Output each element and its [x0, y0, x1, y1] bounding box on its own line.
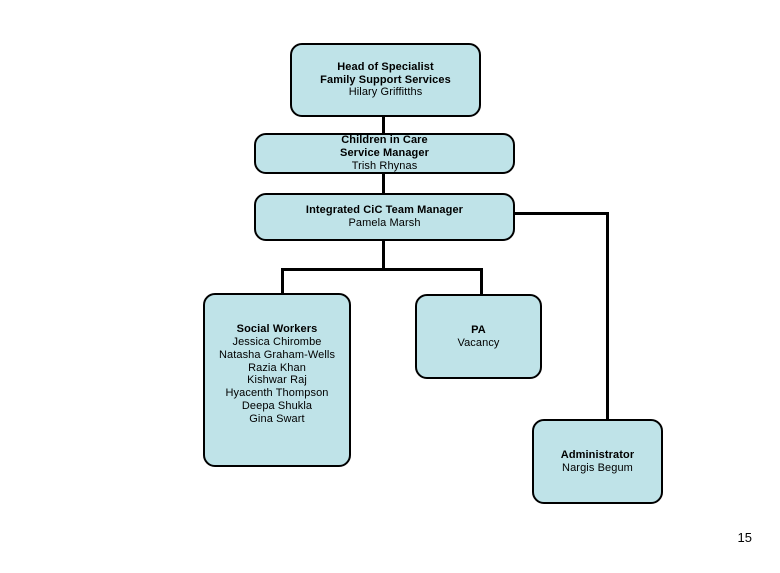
node-title: Integrated CiC Team Manager [305, 204, 464, 217]
connector-branch-to-social-workers [281, 268, 284, 294]
node-title: PA [471, 323, 486, 336]
connector-branch-bar [281, 268, 483, 271]
node-title: Administrator [560, 448, 635, 461]
node-person: Vacancy [457, 336, 500, 349]
node-person: Razia Khan [248, 361, 306, 374]
page-number: 15 [737, 530, 752, 545]
node-title-line2: Service Manager [340, 147, 429, 160]
node-person: Gina Swart [249, 413, 305, 426]
node-title: Head of Specialist [337, 60, 434, 73]
node-person: Hyacenth Thompson [225, 387, 329, 400]
node-person: Hilary Griffitths [348, 86, 423, 99]
node-title: Social Workers [236, 323, 318, 335]
node-person: Nargis Begum [562, 461, 633, 474]
connector-head-to-service-manager [382, 116, 385, 134]
connector-right-to-administrator [606, 212, 609, 421]
node-children-in-care-service-manager[interactable]: Children in Care Service Manager Trish R… [254, 133, 515, 174]
connector-team-manager-stem [382, 240, 385, 270]
node-person: Jessica Chirombe [232, 335, 322, 348]
node-administrator[interactable]: Administrator Nargis Begum [532, 419, 663, 504]
node-person: Kishwar Raj [247, 374, 307, 387]
node-person: Natasha Graham-Wells [218, 348, 336, 361]
connector-branch-to-pa [480, 268, 483, 295]
node-integrated-cic-team-manager[interactable]: Integrated CiC Team Manager Pamela Marsh [254, 193, 515, 241]
node-head-of-specialist[interactable]: Head of Specialist Family Support Servic… [290, 43, 481, 117]
node-title: Children in Care [341, 134, 428, 147]
connector-service-manager-to-team-manager [382, 173, 385, 194]
node-title-line2: Family Support Services [320, 73, 451, 86]
node-person: Deepa Shukla [241, 400, 313, 413]
node-pa[interactable]: PA Vacancy [415, 294, 542, 379]
node-person: Pamela Marsh [348, 217, 421, 229]
connector-team-manager-right [514, 212, 609, 215]
node-person: Trish Rhynas [351, 159, 418, 172]
